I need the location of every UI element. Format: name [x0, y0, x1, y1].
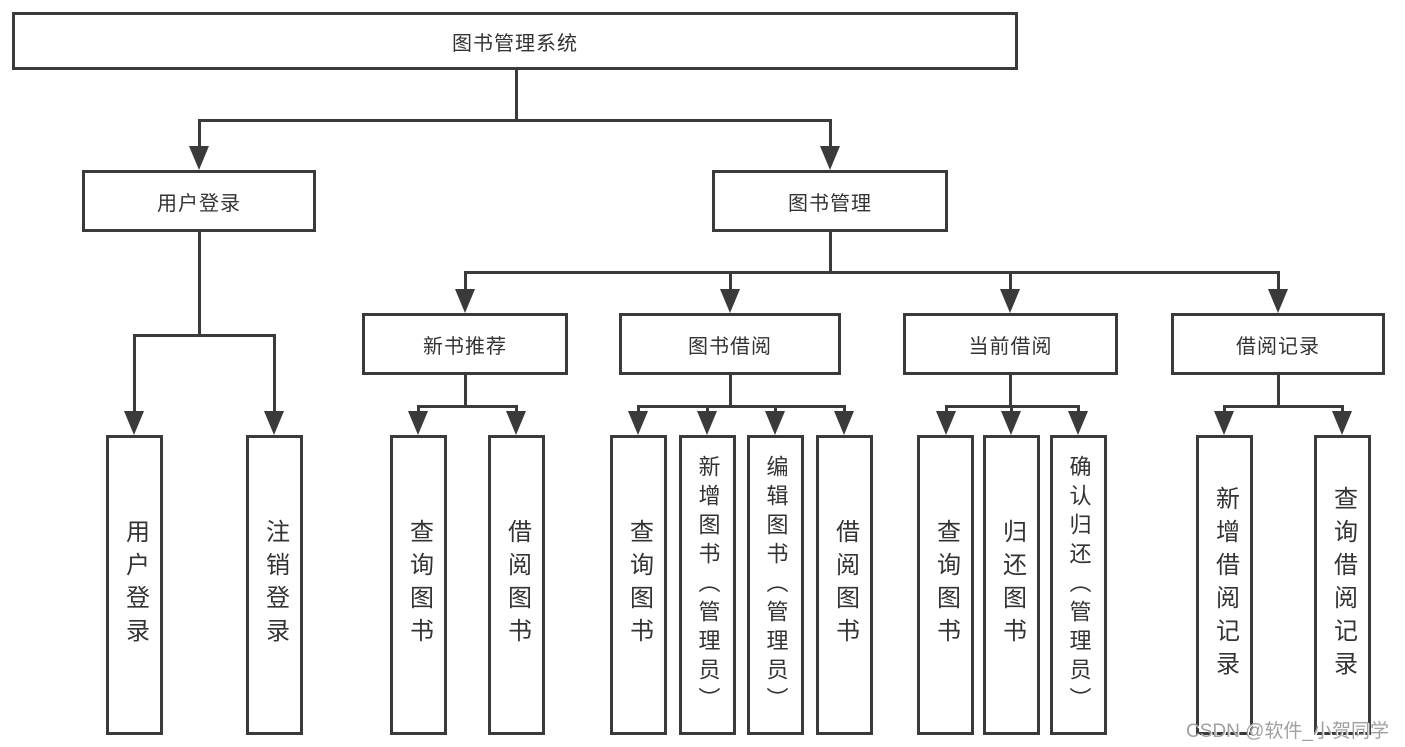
- connector-line: [1010, 405, 1013, 415]
- connector-line: [464, 271, 467, 291]
- connector-line: [515, 70, 518, 122]
- connector-line: [774, 405, 777, 415]
- leaf-borrow-books: 借阅图书: [816, 435, 873, 735]
- arrow-down-icon: [936, 411, 956, 435]
- node-label: 用户登录: [157, 192, 241, 215]
- leaf-label: 编辑图书（管理员）: [763, 454, 789, 716]
- leaf-label: 借阅图书: [503, 519, 531, 651]
- connector-line: [198, 119, 201, 149]
- leaf-user-login: 用户登录: [106, 435, 163, 735]
- watermark: CSDN @软件_小贺同学: [1186, 721, 1389, 742]
- arrow-down-icon: [1268, 289, 1288, 313]
- leaf-return-books: 归还图书: [983, 435, 1040, 735]
- leaf-borrow-books-recommend: 借阅图书: [488, 435, 545, 735]
- arrow-down-icon: [264, 411, 284, 435]
- connector-line: [1277, 375, 1280, 408]
- node-book-management: 图书管理: [712, 170, 948, 232]
- node-label: 图书借阅: [688, 335, 772, 358]
- connector-line: [729, 271, 732, 291]
- leaf-label: 注销登录: [261, 519, 289, 651]
- node-label: 图书管理: [788, 192, 872, 215]
- connector-line: [417, 405, 518, 408]
- leaf-label: 新增借阅记录: [1211, 486, 1239, 684]
- leaf-label: 查询图书: [932, 519, 960, 651]
- connector-line: [1277, 271, 1280, 291]
- connector-line: [1009, 271, 1012, 291]
- arrow-down-icon: [820, 146, 840, 170]
- arrow-down-icon: [1332, 411, 1352, 435]
- connector-line: [515, 405, 518, 415]
- connector-line: [1009, 375, 1012, 408]
- arrow-down-icon: [189, 146, 209, 170]
- leaf-confirm-return-admin: 确认归还（管理员）: [1050, 435, 1107, 735]
- connector-line: [843, 405, 846, 415]
- connector-line: [133, 334, 276, 337]
- connector-line: [945, 405, 948, 415]
- node-borrow-records: 借阅记录: [1171, 313, 1385, 375]
- arrow-down-icon: [720, 289, 740, 313]
- node-current-borrow: 当前借阅: [903, 313, 1118, 375]
- connector-line: [464, 375, 467, 408]
- arrow-down-icon: [455, 289, 475, 313]
- arrow-down-icon: [1214, 411, 1234, 435]
- leaf-label: 借阅图书: [831, 519, 859, 651]
- arrow-down-icon: [124, 411, 144, 435]
- connector-line: [273, 334, 276, 414]
- connector-line: [637, 405, 846, 408]
- connector-line: [706, 405, 709, 415]
- leaf-label: 查询图书: [405, 519, 433, 651]
- connector-line: [729, 375, 732, 408]
- connector-line: [1341, 405, 1344, 415]
- leaf-logout: 注销登录: [246, 435, 303, 735]
- leaf-query-books-current: 查询图书: [917, 435, 974, 735]
- leaf-query-borrow-record: 查询借阅记录: [1314, 435, 1371, 735]
- arrow-down-icon: [1001, 411, 1021, 435]
- arrow-down-icon: [506, 411, 526, 435]
- leaf-label: 新增图书（管理员）: [695, 454, 721, 716]
- node-book-borrow: 图书借阅: [619, 313, 841, 375]
- leaf-label: 查询借阅记录: [1329, 486, 1357, 684]
- arrow-down-icon: [408, 411, 428, 435]
- connector-line: [417, 405, 420, 415]
- leaf-query-books-recommend: 查询图书: [390, 435, 447, 735]
- connector-line: [198, 232, 201, 337]
- node-new-book-recommend: 新书推荐: [362, 313, 568, 375]
- connector-line: [133, 334, 136, 414]
- node-user-login: 用户登录: [82, 170, 316, 232]
- arrow-down-icon: [628, 411, 648, 435]
- connector-line: [829, 232, 832, 274]
- leaf-label: 用户登录: [121, 519, 149, 651]
- arrow-down-icon: [1000, 289, 1020, 313]
- arrow-down-icon: [834, 411, 854, 435]
- leaf-label: 归还图书: [998, 519, 1026, 651]
- connector-line: [637, 405, 640, 415]
- arrow-down-icon: [1068, 411, 1088, 435]
- leaf-edit-books-admin: 编辑图书（管理员）: [747, 435, 804, 735]
- leaf-label: 确认归还（管理员）: [1066, 454, 1092, 716]
- connector-line: [1077, 405, 1080, 415]
- leaf-query-books-borrow: 查询图书: [610, 435, 667, 735]
- connector-line: [829, 119, 832, 149]
- connector-line: [464, 271, 1280, 274]
- connector-line: [1223, 405, 1226, 415]
- arrow-down-icon: [697, 411, 717, 435]
- leaf-add-borrow-record: 新增借阅记录: [1196, 435, 1253, 735]
- node-library-system: 图书管理系统: [12, 12, 1018, 70]
- connector-line: [1223, 405, 1344, 408]
- node-label: 当前借阅: [968, 335, 1053, 358]
- leaf-label: 查询图书: [625, 519, 653, 651]
- arrow-down-icon: [765, 411, 785, 435]
- leaf-add-books-admin: 新增图书（管理员）: [679, 435, 736, 735]
- connector-line: [198, 119, 832, 122]
- node-label: 新书推荐: [423, 335, 507, 358]
- node-label: 图书管理系统: [452, 32, 578, 55]
- node-label: 借阅记录: [1236, 335, 1320, 358]
